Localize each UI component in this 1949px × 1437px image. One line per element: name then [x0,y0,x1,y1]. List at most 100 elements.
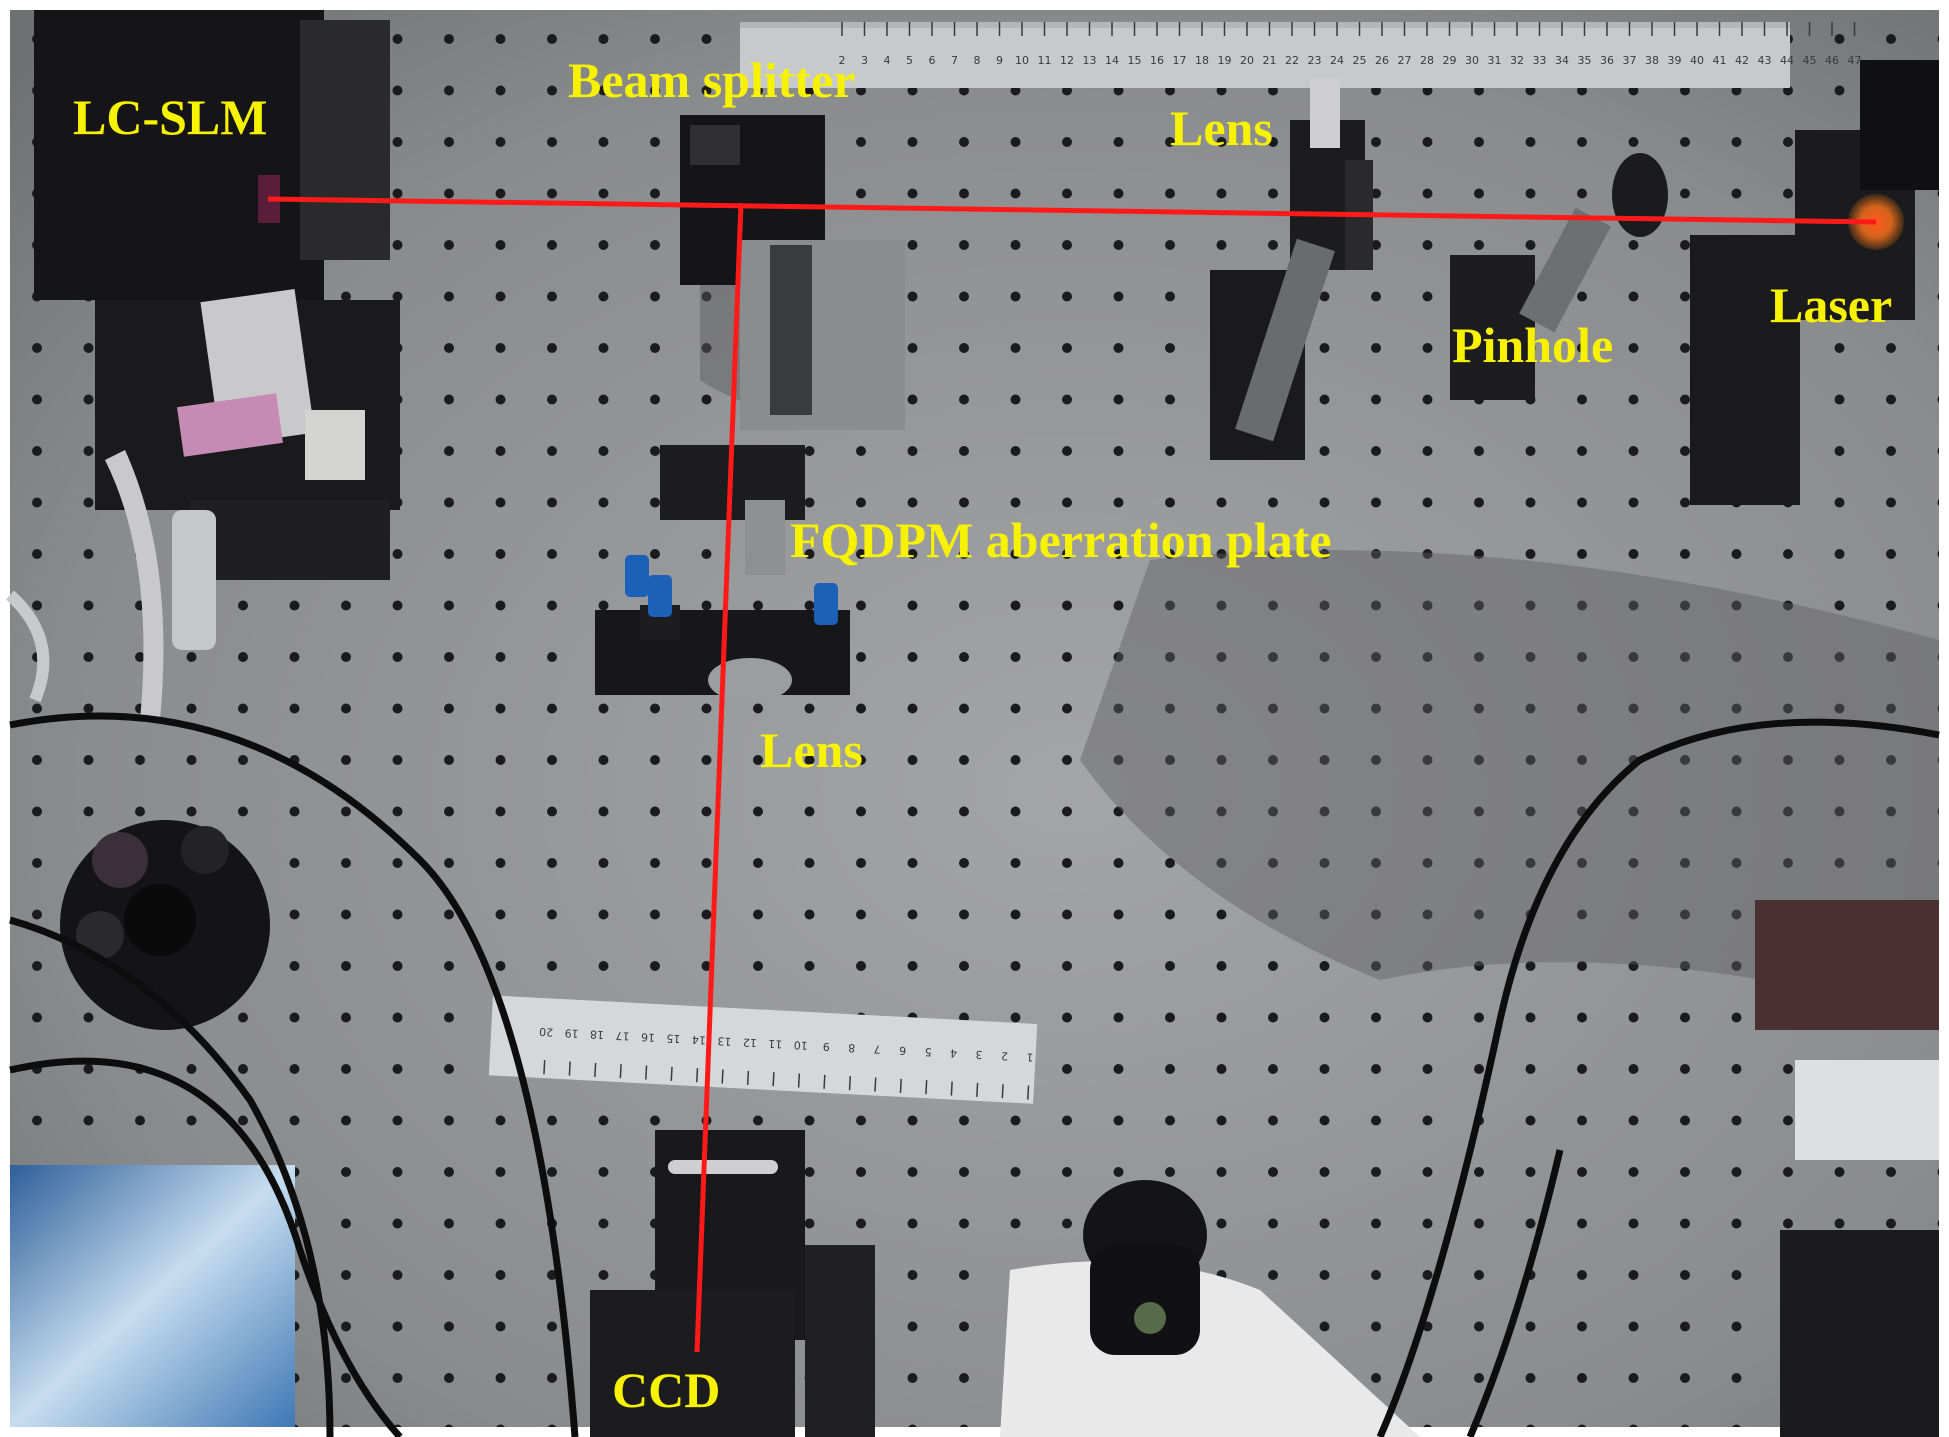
bottom-ruler-tick [619,1064,622,1079]
top-ruler-tick-label: 5 [906,54,913,67]
top-ruler-tick-label: 47 [1848,54,1862,67]
label-beam-splitter: Beam splitter [568,52,856,108]
top-ruler-tick-label: 27 [1398,54,1412,67]
cables [9,712,1940,1437]
bottom-ruler-tick [594,1062,597,1077]
label-aberration-plate: FQDPM aberration plate [790,512,1332,568]
top-ruler-tick-label: 29 [1443,54,1457,67]
top-ruler-tick-label: 10 [1015,54,1029,67]
top-ruler-tick-label: 41 [1713,54,1727,67]
top-ruler-tick-label: 42 [1735,54,1749,67]
top-ruler-tick-label: 16 [1150,54,1164,67]
bottom-ruler-tick [772,1072,775,1087]
bottom-ruler-tick-label: 8 [848,1041,856,1054]
top-ruler-tick-label: 21 [1263,54,1277,67]
bottom-ruler-tick [925,1080,928,1095]
top-ruler-tick-label: 39 [1668,54,1682,67]
bottom-ruler-tick [695,1068,699,1083]
fqdpm-plate-mount [660,445,805,575]
top-ruler-tick-label: 33 [1533,54,1547,67]
bottom-ruler-tick [721,1069,724,1084]
top-ruler-tick-label: 8 [974,54,981,67]
top-ruler-tick-label: 32 [1510,54,1524,67]
bottom-ruler-tick-label: 5 [924,1045,932,1058]
label-pinhole: Pinhole [1452,317,1614,373]
filter-wheel [60,820,270,1030]
top-ruler-tick-label: 45 [1803,54,1817,67]
bottom-ruler-tick [1027,1085,1030,1100]
top-ruler-tick-label: 20 [1240,54,1254,67]
top-lens-mount [1210,78,1373,460]
bottom-ruler-tick-label: 20 [539,1025,554,1039]
label-lc-slm: LC-SLM [73,89,268,145]
top-ruler-tick-label: 7 [951,54,958,67]
top-ruler-tick-label: 11 [1038,54,1052,67]
top-ruler-tick-label: 40 [1690,54,1704,67]
top-ruler-tick-label: 25 [1353,54,1367,67]
top-ruler-tick-label: 28 [1420,54,1434,67]
beam-vertical [694,202,744,1353]
top-ruler-tick-label: 35 [1578,54,1592,67]
top-ruler-tick-label: 30 [1465,54,1479,67]
ccd-camera [590,1130,875,1437]
laser-device [1690,60,1939,505]
label-ccd: CCD [612,1362,721,1418]
bottom-ruler-tick [874,1077,877,1092]
bottom-ruler-tick [899,1078,902,1093]
bottom-ruler-tick-label: 15 [666,1032,681,1046]
top-ruler-tick-label: 36 [1600,54,1614,67]
bottom-right-mount [1755,900,1939,1437]
bottom-ruler-tick-label: 1 [1026,1050,1034,1063]
bottom-ruler-tick [1001,1084,1004,1099]
top-ruler-tick-label: 12 [1060,54,1074,67]
top-ruler-tick-label: 17 [1173,54,1187,67]
bottom-ruler-tick-label: 12 [743,1036,758,1050]
top-ruler-tick-label: 24 [1330,54,1344,67]
top-ruler-tick-label: 14 [1105,54,1119,67]
top-ruler-tick-label: 31 [1488,54,1502,67]
top-ruler-tick-label: 9 [996,54,1003,67]
bottom-ruler-tick-label: 13 [717,1034,732,1048]
top-ruler-tick-label: 2 [839,54,846,67]
top-ruler-tick-label: 13 [1083,54,1097,67]
top-ruler-tick-label: 15 [1128,54,1142,67]
bottom-ruler-tick-label: 3 [975,1048,983,1061]
cable-gray [5,590,50,703]
bottom-ruler-tick [568,1061,571,1076]
bottom-ruler-tick-label: 16 [641,1030,656,1044]
top-ruler-tick-label: 6 [929,54,936,67]
label-lens-top: Lens [1170,100,1273,156]
bottom-ruler-tick [848,1076,852,1091]
bottom-ruler-tick-label: 6 [899,1044,907,1057]
bottom-ruler-tick [645,1065,648,1080]
bottom-ruler-tick-label: 4 [950,1046,958,1059]
pinhole-mount [1450,153,1668,400]
beam-splitter-device [680,115,905,430]
top-ruler-tick-label: 18 [1195,54,1209,67]
top-ruler-tick-label: 38 [1645,54,1659,67]
label-lens-middle: Lens [760,722,863,778]
top-ruler-tick-label: 19 [1218,54,1232,67]
top-ruler-tick-label: 37 [1623,54,1637,67]
bottom-ruler-tick-label: 9 [822,1040,830,1053]
lc-slm-device [34,10,400,720]
bottom-ruler-tick-label: 14 [692,1033,707,1047]
bottom-ruler-tick [797,1073,801,1088]
top-ruler-tick-label: 4 [884,54,891,67]
bottom-ruler-tick-label: 11 [768,1037,783,1051]
beam-path [267,196,1877,1353]
bottom-ruler-tick [823,1074,826,1089]
bottom-ruler-tick-label: 10 [793,1038,808,1052]
label-laser: Laser [1770,277,1893,333]
top-ruler-tick-label: 43 [1758,54,1772,67]
bottom-ruler-tick [950,1081,953,1096]
bottom-ruler-tick-label: 17 [615,1029,630,1043]
top-ruler-tick-label: 46 [1825,54,1839,67]
bottom-ruler-tick [746,1070,750,1085]
bottom-ruler-tick-label: 18 [590,1028,605,1042]
bottom-ruler-tick-label: 2 [1001,1049,1009,1062]
eyepiece [1000,1180,1420,1437]
